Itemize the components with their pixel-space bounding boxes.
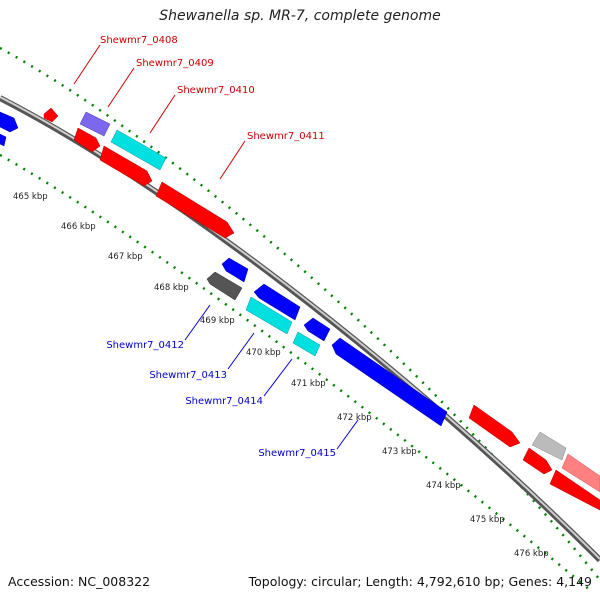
gene-0415[interactable] xyxy=(331,337,448,427)
gene-label-0412[interactable]: Shewmr7_0412 xyxy=(106,340,184,351)
forward-genes xyxy=(43,107,600,511)
accession-text: Accession: NC_008322 xyxy=(8,574,151,589)
gene-0413a[interactable] xyxy=(253,283,301,321)
tick-label: 475 kbp xyxy=(470,515,505,525)
gene-0413[interactable] xyxy=(245,296,293,335)
reverse-labels: Shewmr7_0412 Shewmr7_0413 Shewmr7_0414 S… xyxy=(106,340,336,459)
outer-tick-ring xyxy=(0,46,600,581)
tick-labels: 465 kbp 466 kbp 467 kbp 468 kbp 469 kbp … xyxy=(13,192,549,559)
gene-0409[interactable] xyxy=(110,129,167,171)
gene-label-0414[interactable]: Shewmr7_0414 xyxy=(185,396,263,407)
callout-lines xyxy=(73,44,359,450)
tick-label: 466 kbp xyxy=(61,222,96,232)
genome-backbone xyxy=(0,95,600,563)
tick-label: 465 kbp xyxy=(13,192,48,202)
gene-0406a[interactable] xyxy=(0,111,19,133)
tick-label: 471 kbp xyxy=(291,379,326,389)
map-title: Shewanella sp. MR-7, complete genome xyxy=(159,8,441,24)
gene-0410[interactable] xyxy=(99,145,153,187)
callout-line-0414 xyxy=(263,358,293,397)
tick-label: 474 kbp xyxy=(426,481,461,491)
callout-line-0409 xyxy=(107,67,135,108)
tick-label: 469 kbp xyxy=(200,316,235,326)
tick-label: 473 kbp xyxy=(382,447,417,457)
callout-line-0411 xyxy=(219,140,246,180)
gene-0414a[interactable] xyxy=(303,317,331,342)
callout-line-0408 xyxy=(73,44,101,85)
gene-0418[interactable] xyxy=(522,447,553,475)
gene-0410-upper[interactable] xyxy=(73,127,101,153)
tick-label: 467 kbp xyxy=(108,252,143,262)
gene-0414[interactable] xyxy=(292,331,321,357)
genome-backbone-highlight xyxy=(0,96,600,560)
tick-label: 470 kbp xyxy=(246,348,281,358)
callout-line-0412 xyxy=(184,304,211,341)
gene-label-0413[interactable]: Shewmr7_0413 xyxy=(149,370,227,381)
gene-0417[interactable] xyxy=(531,431,567,461)
topology-text: Topology: circular; Length: 4,792,610 bp… xyxy=(248,574,592,589)
reverse-genes xyxy=(0,111,448,427)
tick-label: 468 kbp xyxy=(154,283,189,293)
gene-label-0410[interactable]: Shewmr7_0410 xyxy=(177,85,255,96)
gene-0411[interactable] xyxy=(155,181,235,239)
gene-label-0408[interactable]: Shewmr7_0408 xyxy=(100,35,178,46)
gene-0420[interactable] xyxy=(549,469,600,511)
callout-line-0413 xyxy=(227,332,255,370)
gene-0407[interactable] xyxy=(43,107,59,123)
tick-label: 476 kbp xyxy=(514,549,549,559)
gene-label-0409[interactable]: Shewmr7_0409 xyxy=(136,58,214,69)
gene-0412a[interactable] xyxy=(221,257,249,283)
forward-labels: Shewmr7_0408 Shewmr7_0409 Shewmr7_0410 S… xyxy=(100,35,325,142)
gene-0406b[interactable] xyxy=(0,133,7,147)
tick-label: 472 kbp xyxy=(337,413,372,423)
gene-0412[interactable] xyxy=(206,271,243,301)
gene-0419[interactable] xyxy=(561,453,600,493)
gene-label-0415[interactable]: Shewmr7_0415 xyxy=(258,448,336,459)
callout-line-0410 xyxy=(149,94,176,134)
gene-0408[interactable] xyxy=(79,111,111,137)
callout-line-0415 xyxy=(336,419,359,450)
gene-label-0411[interactable]: Shewmr7_0411 xyxy=(247,131,325,142)
gene-0416[interactable] xyxy=(468,404,521,448)
